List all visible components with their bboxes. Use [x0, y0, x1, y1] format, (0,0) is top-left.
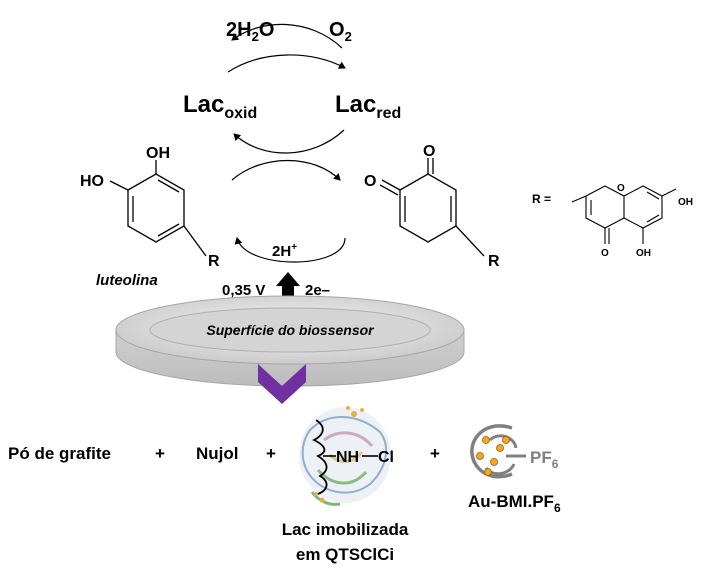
luteolin-ho: HO: [80, 173, 104, 190]
arc-mid-lower: [231, 159, 341, 181]
r-group-structure: [571, 185, 677, 244]
electron-arrow: [276, 272, 300, 300]
r-group-o-ring: O: [617, 183, 625, 194]
nujol: Nujol: [196, 444, 239, 463]
oxygen-label: O2: [329, 19, 352, 44]
svg-text:2H+: 2H+: [272, 242, 297, 260]
quinone-o-left: O: [364, 173, 376, 190]
electrode-label: Superfície do biossensor: [206, 322, 375, 338]
arc-top-lower: [227, 54, 346, 73]
quinone-r: R: [488, 253, 500, 270]
nh-label: NH: [336, 449, 359, 466]
proton-label: 2H+: [272, 242, 297, 260]
electrode-disc: [115, 295, 465, 387]
luteolin-name: luteolina: [96, 272, 158, 289]
plus-1: +: [155, 444, 165, 463]
quinone-o-top: O: [423, 143, 435, 160]
lac-immobilized-line1: Lac imobilizada: [282, 520, 409, 539]
chevron-down-icon: [258, 364, 306, 404]
cl-label: Cl: [378, 449, 394, 466]
pf6-label: PF6: [530, 448, 559, 471]
water-label: 2H2O: [226, 19, 274, 44]
r-group-o-bottom: O: [601, 248, 609, 259]
au-bmi-label: Au-BMI.PF6: [468, 492, 561, 515]
arc-mid-upper: [233, 129, 345, 154]
plus-3: +: [430, 444, 440, 463]
graphite-powder: Pó de grafite: [8, 444, 111, 463]
quinone-structure: [379, 158, 485, 257]
svg-text:Lacoxid: Lacoxid: [183, 91, 257, 122]
svg-text:PF6: PF6: [530, 448, 559, 471]
enzyme-icon: [299, 406, 391, 506]
r-group-oh-bottom: OH: [636, 248, 651, 259]
lac-red-label: Lacred: [335, 91, 401, 122]
r-group-label: R =: [532, 192, 551, 206]
r-group-oh-right: OH: [678, 197, 693, 208]
luteolin-r: R: [208, 253, 220, 270]
lac-oxid-label: Lacoxid: [183, 91, 257, 122]
potential-label: 0,35 V: [222, 282, 265, 299]
lac-immobilized-line2: em QTSClCi: [296, 545, 394, 564]
svg-text:Au-BMI.PF6: Au-BMI.PF6: [468, 492, 561, 515]
plus-2: +: [266, 444, 276, 463]
svg-text:2H2O: 2H2O: [226, 19, 274, 44]
luteolin-structure: [109, 160, 207, 257]
nanoparticle-icon: [470, 424, 526, 479]
arc-top-upper: [231, 23, 343, 49]
arc-bottom: [234, 237, 346, 263]
electrons-label: 2e–: [305, 282, 330, 299]
svg-text:Lacred: Lacred: [335, 91, 401, 122]
luteolin-oh: OH: [146, 145, 170, 162]
svg-text:O2: O2: [329, 19, 352, 44]
